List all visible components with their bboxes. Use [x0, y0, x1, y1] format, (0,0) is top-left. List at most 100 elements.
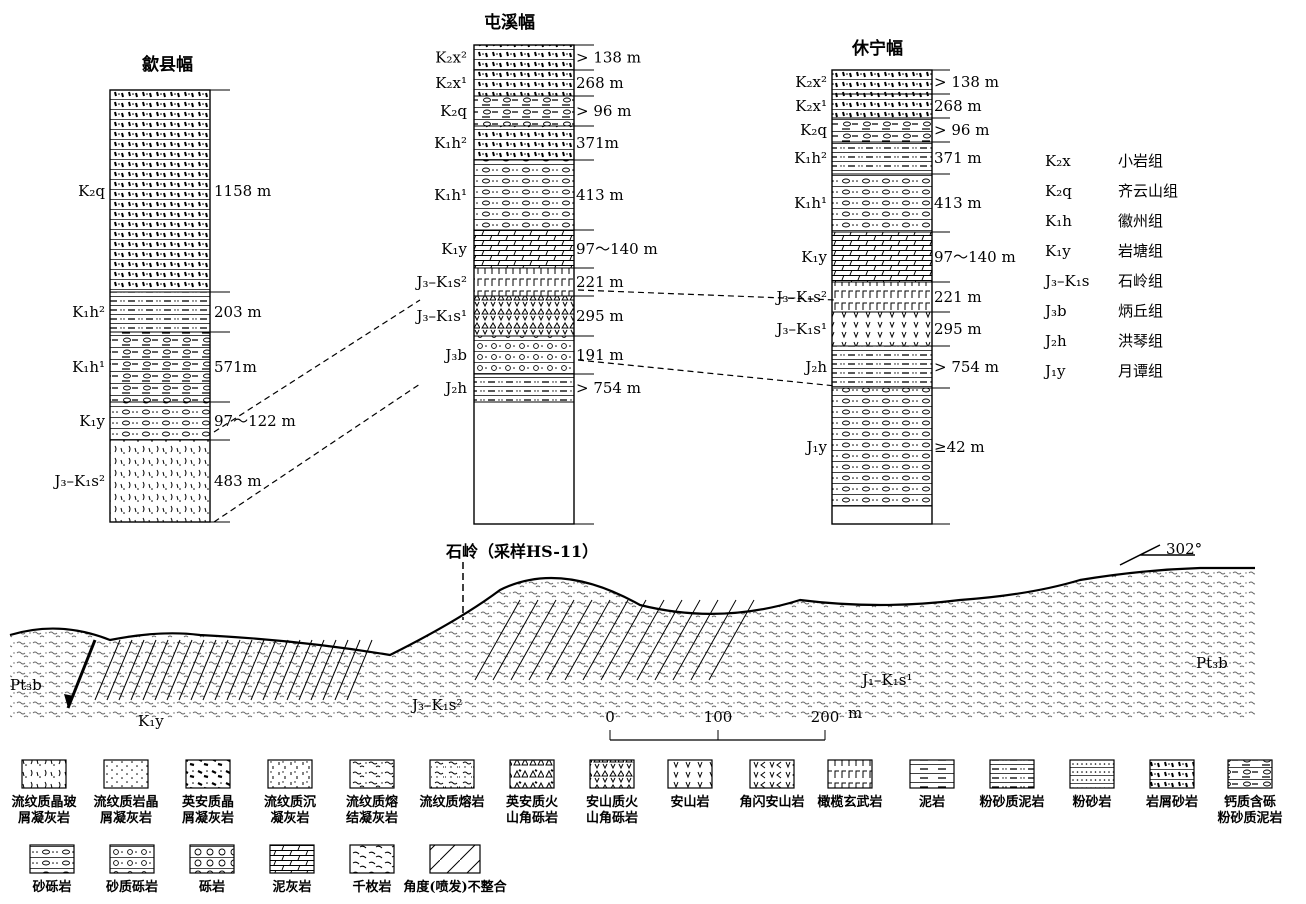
legend-label: 粉砂质泥岩 [1217, 810, 1282, 826]
bedding-stroke [672, 599, 719, 681]
legend-label: 安山岩 [670, 794, 709, 810]
legend-swatch [429, 759, 475, 789]
correlation-line-2 [577, 289, 837, 301]
unit-thickness-label: > 754 m [934, 358, 999, 376]
bedding-stroke [690, 599, 737, 681]
legend-label: 岩屑砂岩 [1145, 794, 1198, 810]
formation-name: 徽州组 [1118, 212, 1163, 230]
column-unit-8 [473, 335, 575, 375]
unit-code-label: J₃b [443, 346, 467, 364]
bedding-stroke [238, 639, 265, 701]
legend-label: 凝灰岩 [270, 810, 309, 826]
formation-name: 小岩组 [1118, 152, 1163, 170]
column-unit-0 [831, 69, 933, 95]
topographic-profile [9, 566, 1255, 657]
legend-item-phyl: 千枚岩 [349, 844, 395, 895]
legend-item-sandcong: 砂砾岩 [29, 844, 75, 895]
unit-thickness-label: > 96 m [934, 121, 989, 139]
legend-label: 安山质火 [586, 794, 639, 810]
scale-tick-label: 200 [811, 708, 840, 726]
unit-code-label: K₁h² [794, 149, 827, 167]
column-unit-3 [831, 141, 933, 175]
unit-thickness-label: > 138 m [934, 73, 999, 91]
column-unit-4 [109, 439, 211, 523]
bedding-stroke [474, 599, 521, 681]
legend-swatch [267, 759, 313, 789]
bedding-stroke [226, 639, 253, 701]
legend-swatch [749, 759, 795, 789]
column-unit-4 [831, 173, 933, 233]
legend-swatch [827, 759, 873, 789]
unit-thickness-label: 571m [214, 358, 257, 376]
correlation-line-3 [577, 359, 837, 387]
bedding-stroke [600, 599, 647, 681]
formation-code: K₁y [1045, 242, 1071, 260]
bedding-stroke [262, 639, 289, 701]
unit-code-label: K₁h¹ [434, 186, 467, 204]
unit-code-label: J₃–K₁s² [775, 288, 827, 306]
legend-label: 英安质晶 [181, 794, 234, 810]
unit-code-label: K₂q [800, 121, 827, 139]
legend-label: 屑凝灰岩 [100, 810, 152, 826]
legend-item-scong: 砂质砾岩 [105, 844, 158, 895]
legend-label: 山角砾岩 [506, 810, 558, 826]
legend-label: 砾岩 [199, 879, 225, 895]
legend-item-lava: 流纹质熔岩 [419, 759, 485, 810]
unit-code-label: J₂h [803, 358, 827, 376]
legend-item-silt: 粉砂岩 [1069, 759, 1115, 810]
unit-thickness-label: > 138 m [576, 49, 641, 67]
bedding-stroke [564, 599, 611, 681]
unit-code-label: J₃–K₁s¹ [415, 307, 467, 325]
unit-code-label: K₁h² [72, 303, 105, 321]
column-unit-6 [831, 281, 933, 313]
legend-label: 角度(喷发)不整合 [403, 879, 507, 895]
unit-thickness-label: 371m [576, 134, 619, 152]
correlation-line-0 [213, 299, 421, 433]
column-unit-1 [109, 291, 211, 333]
bedding-stroke [142, 639, 169, 701]
bedding-stroke [636, 599, 683, 681]
unit-thickness-label: 221 m [576, 273, 624, 291]
legend-swatch [269, 844, 315, 874]
unit-code-label: J₂h [443, 379, 467, 397]
legend-swatch [1069, 759, 1115, 789]
lithology-legend: 流纹质晶玻屑凝灰岩流纹质岩晶屑凝灰岩英安质晶屑凝灰岩流纹质沉凝灰岩流纹质熔结凝灰… [11, 759, 1283, 895]
bedding-stroke [130, 639, 157, 701]
scale-tick-label: 0 [605, 708, 615, 726]
legend-label: 流纹质熔岩 [419, 794, 484, 810]
unit-thickness-label: 295 m [576, 307, 624, 325]
legend-item-basalt: 橄榄玄武岩 [817, 759, 883, 810]
legend-swatch [109, 844, 155, 874]
formation-code: J₃b [1043, 302, 1067, 320]
unit-thickness-label: 203 m [214, 303, 262, 321]
unit-code-label: K₁h¹ [72, 358, 105, 376]
unit-thickness-label: 191 m [576, 346, 624, 364]
bedding-stroke [154, 639, 181, 701]
unit-code-label: K₂x¹ [795, 97, 827, 115]
unit-thickness-label: ≥42 m [934, 438, 985, 456]
unit-thickness-label: > 96 m [576, 102, 631, 120]
formation-name: 月谭组 [1118, 362, 1163, 380]
legend-item-horn: 角闪安山岩 [739, 759, 805, 810]
legend-label: 山角砾岩 [586, 810, 638, 826]
legend-label: 橄榄玄武岩 [817, 794, 882, 810]
column-unit-7 [831, 311, 933, 347]
legend-label: 屑凝灰岩 [182, 810, 234, 826]
legend-label: 英安质火 [505, 794, 559, 810]
legend-label: 结凝灰岩 [346, 810, 398, 826]
formation-code: J₃–K₁s [1043, 272, 1089, 290]
unit-code-label: K₂x² [795, 73, 827, 91]
bedding-stroke [286, 639, 313, 701]
legend-swatch [349, 759, 395, 789]
formation-code: K₁h [1045, 212, 1072, 230]
legend-swatch [909, 759, 955, 789]
unit-thickness-label: 268 m [576, 74, 624, 92]
column-frame [831, 69, 933, 525]
unit-thickness-label: 413 m [576, 186, 624, 204]
unit-code-label: J₃–K₁s¹ [775, 320, 827, 338]
